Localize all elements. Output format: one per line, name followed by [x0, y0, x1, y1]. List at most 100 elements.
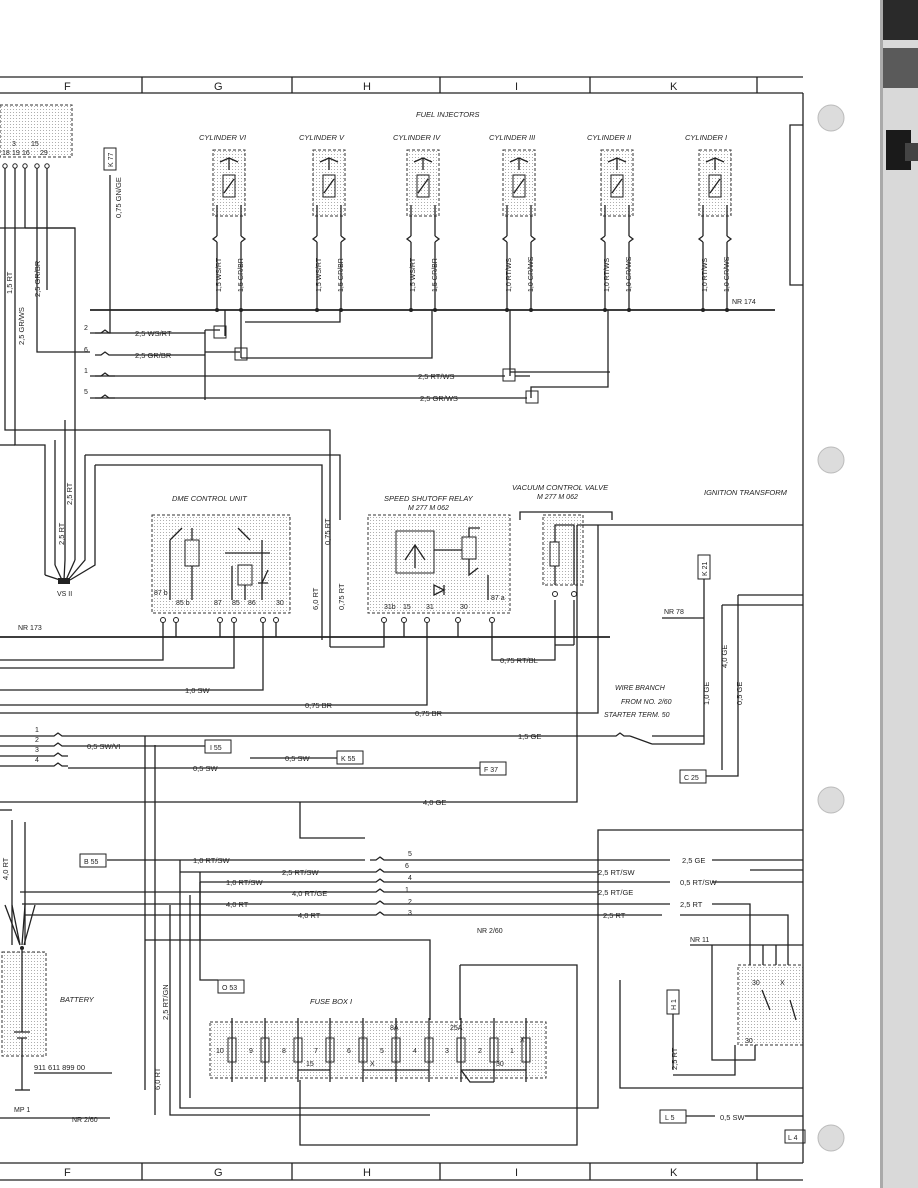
injector-label: CYLINDER I [685, 133, 727, 142]
svg-text:1,5 GE: 1,5 GE [518, 732, 541, 741]
injector-wire-label: 1,0 GR/WS [724, 256, 731, 292]
column-label: I [515, 81, 518, 93]
injector-bus [90, 309, 775, 404]
column-header: F G H I K [0, 76, 803, 94]
svg-text:0,5 SW: 0,5 SW [193, 764, 219, 773]
svg-text:4,0 GE: 4,0 GE [423, 798, 446, 807]
svg-text:DME CONTROL UNIT: DME CONTROL UNIT [172, 494, 248, 503]
svg-text:3: 3 [35, 747, 39, 754]
injector-wire-label: 1,5 WS/RT [216, 257, 223, 292]
vs-ii-junction: VS II [44, 455, 96, 598]
svg-text:2,5 RT: 2,5 RT [603, 911, 626, 920]
svg-text:0,5 SW: 0,5 SW [720, 1113, 746, 1122]
svg-text:K 77: K 77 [108, 152, 115, 167]
svg-text:85 b: 85 b [176, 600, 190, 607]
svg-text:30: 30 [745, 1038, 753, 1045]
svg-text:0,5 SW: 0,5 SW [285, 754, 311, 763]
column-label: K [670, 1167, 678, 1179]
svg-text:2: 2 [408, 899, 412, 906]
fuse-number: 7 [314, 1048, 318, 1055]
svg-text:911 611 899 00: 911 611 899 00 [34, 1063, 85, 1072]
column-label: K [670, 81, 678, 93]
fuse: 7 [314, 1018, 335, 1082]
injector-wire-label: 1,5 GR/BR [238, 258, 245, 292]
injector-wire-label: 1,0 RT/WS [506, 258, 513, 292]
svg-text:BATTERY: BATTERY [60, 995, 95, 1004]
svg-text:0,75 BR: 0,75 BR [305, 701, 333, 710]
svg-text:VACUUM CONTROL VALVE: VACUUM CONTROL VALVE [512, 483, 609, 492]
fuse: 1 [510, 1018, 531, 1082]
control-unit-connector: 3 15 18 19 16 29 [0, 104, 73, 169]
svg-text:1,0 RT/SW: 1,0 RT/SW [193, 856, 230, 865]
injector-wire-label: 1,5 GR/BR [338, 258, 345, 292]
svg-text:1,0 GE: 1,0 GE [702, 682, 711, 705]
svg-text:M 277 M 062: M 277 M 062 [537, 494, 578, 501]
svg-text:5: 5 [408, 851, 412, 858]
svg-text:1: 1 [405, 887, 409, 894]
injector-wire-label: 1,5 WS/RT [316, 257, 323, 292]
fuse-number: 4 [413, 1048, 417, 1055]
svg-text:0,75 RT: 0,75 RT [337, 583, 346, 610]
svg-text:2,5 RT/WS: 2,5 RT/WS [418, 372, 455, 381]
fuse-number: 2 [478, 1048, 482, 1055]
svg-text:3: 3 [12, 141, 16, 148]
svg-text:2: 2 [35, 737, 39, 744]
svg-text:K 55: K 55 [341, 756, 356, 763]
svg-text:F 37: F 37 [484, 767, 498, 774]
svg-text:15: 15 [403, 604, 411, 611]
column-label: G [214, 1167, 223, 1179]
column-footer: F G H I K [0, 1162, 803, 1181]
binder-edge [880, 0, 918, 1188]
injector-label: CYLINDER V [299, 133, 345, 142]
svg-text:1,0 SW: 1,0 SW [185, 686, 211, 695]
svg-text:0,5 RT/SW: 0,5 RT/SW [680, 878, 717, 887]
column-label: G [214, 81, 223, 93]
svg-text:3: 3 [408, 910, 412, 917]
svg-text:2,5 GR/WS: 2,5 GR/WS [420, 394, 458, 403]
svg-text:STARTER TERM. 50: STARTER TERM. 50 [604, 712, 670, 719]
fuse-mark: X [520, 1037, 525, 1044]
svg-text:NR 11: NR 11 [690, 937, 709, 944]
svg-text:4,0 GE: 4,0 GE [720, 645, 729, 668]
svg-text:NR 2/60: NR 2/60 [477, 928, 503, 935]
injector-wire-label: 1,5 WS/RT [410, 257, 417, 292]
column-label: F [64, 1167, 71, 1179]
svg-text:0,75 RT: 0,75 RT [323, 518, 332, 545]
connector-plug-a: 2 6 1 5 [84, 325, 205, 399]
svg-text:H 1: H 1 [671, 999, 678, 1010]
fuse-mark: X [370, 1061, 375, 1068]
injector-wire-label: 1,0 GR/WS [528, 256, 535, 292]
connector-plug-c: 5 6 4 1 2 3 [370, 851, 670, 917]
fuse: 10 [216, 1018, 237, 1082]
binder-holes [817, 104, 845, 1152]
svg-text:4,0 RT: 4,0 RT [1, 857, 10, 880]
speed-shutoff-relay: SPEED SHUTOFF RELAY M 277 M 062 31b 15 3… [367, 494, 511, 623]
fuse: 8 [282, 1018, 303, 1082]
fuse: 5 [380, 1018, 401, 1082]
svg-text:2,5 WS/RT: 2,5 WS/RT [135, 329, 172, 338]
svg-text:2,5 RT/SW: 2,5 RT/SW [282, 868, 319, 877]
svg-text:2,5 GR/WS: 2,5 GR/WS [17, 307, 26, 345]
svg-text:29: 29 [40, 150, 48, 157]
svg-text:NR 78: NR 78 [664, 609, 684, 616]
svg-text:2,5 RT: 2,5 RT [57, 522, 66, 545]
svg-text:2,5 GE: 2,5 GE [682, 856, 705, 865]
svg-text:30: 30 [276, 600, 284, 607]
svg-text:15: 15 [31, 141, 39, 148]
svg-text:86: 86 [248, 600, 256, 607]
fuse-mark: 8A [390, 1025, 399, 1032]
column-label: F [64, 81, 71, 93]
svg-text:30: 30 [752, 980, 760, 987]
svg-text:1: 1 [35, 727, 39, 734]
svg-text:2,5 RT/SW: 2,5 RT/SW [598, 868, 635, 877]
injector-wire-label: 1,0 GR/WS [626, 256, 633, 292]
svg-text:X: X [780, 980, 785, 987]
relay-wiring [0, 511, 613, 714]
power-distribution [0, 802, 803, 1146]
fuse: 4 [413, 1018, 434, 1082]
